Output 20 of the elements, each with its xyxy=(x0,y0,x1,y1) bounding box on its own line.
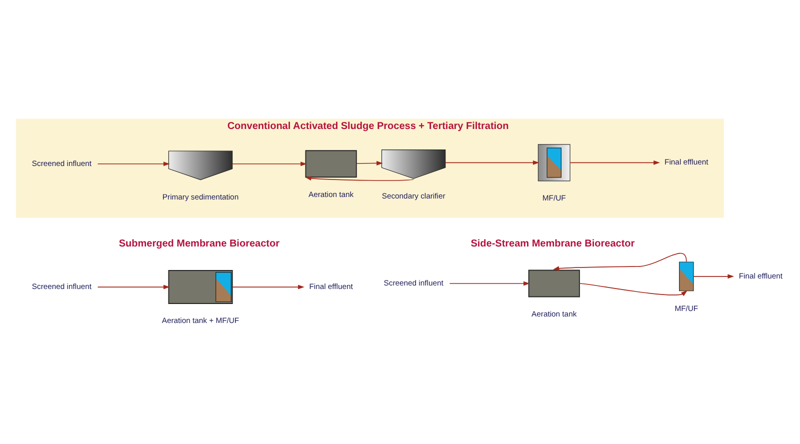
arrow xyxy=(552,252,687,270)
arrow xyxy=(570,160,660,164)
arrow xyxy=(232,284,304,289)
arrow xyxy=(449,280,530,286)
arrow xyxy=(97,284,170,289)
arrow xyxy=(232,161,307,166)
label: Side-Stream Membrane Bioreactor xyxy=(470,238,635,249)
label: Submerged Membrane Bioreactor xyxy=(118,238,280,249)
arrow xyxy=(356,160,383,165)
node-pentagon xyxy=(381,149,446,178)
node-box xyxy=(305,150,357,178)
node-box xyxy=(528,269,580,297)
arrow xyxy=(445,160,540,164)
arrow xyxy=(580,282,688,296)
node-pentagon xyxy=(168,150,233,180)
arrow xyxy=(693,274,734,278)
arrow xyxy=(97,161,170,166)
node-box xyxy=(538,144,570,181)
node-box xyxy=(679,261,694,291)
arrow xyxy=(305,176,414,180)
